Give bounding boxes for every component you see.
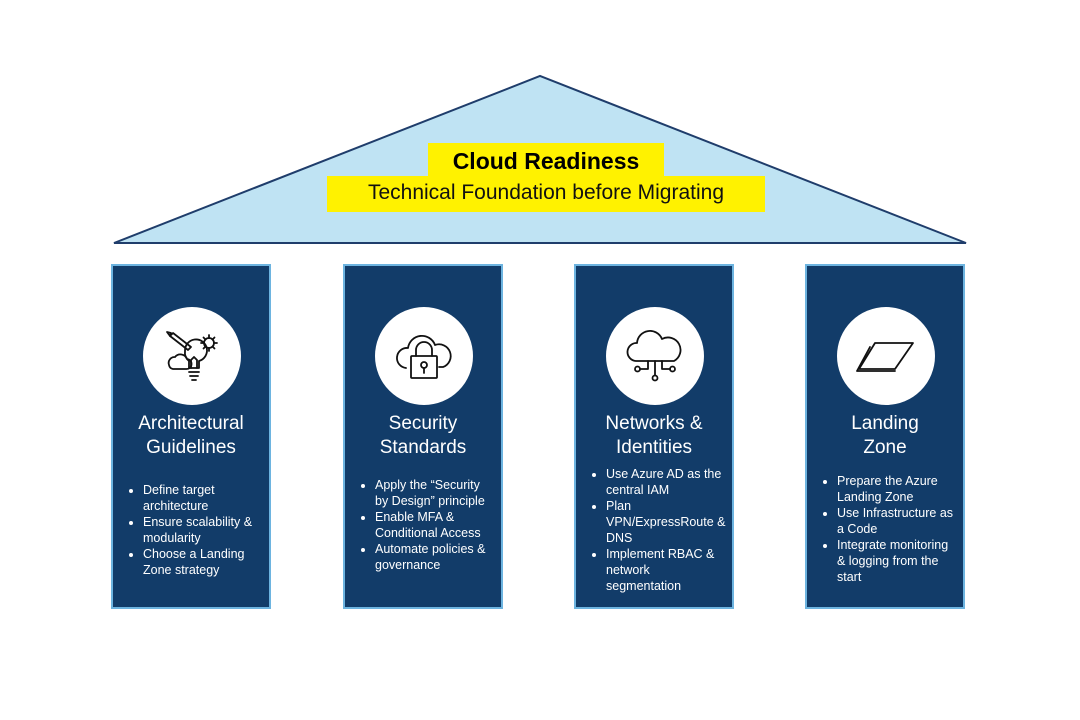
bullet-list: Use Azure AD as the central IAM Plan VPN… — [586, 466, 726, 594]
pillar-landing-zone: Landing Zone Prepare the Azure Landing Z… — [805, 264, 965, 609]
list-item: Integrate monitoring & logging from the … — [837, 537, 957, 585]
list-item: Apply the “Security by Design” principle — [375, 477, 495, 509]
pillar-title: Security Standards — [379, 413, 467, 458]
landing-zone-icon — [856, 342, 914, 372]
list-item: Choose a Landing Zone strategy — [143, 546, 263, 578]
roof-subtitle: Technical Foundation before Migrating — [327, 176, 765, 212]
list-item: Define target architecture — [143, 482, 263, 514]
list-item: Use Infrastructure as a Code — [837, 505, 957, 537]
pillar-icon-circle — [837, 307, 935, 405]
pillar-title: Landing Zone — [851, 413, 919, 458]
pillar-networks-identities: Networks & Identities Use Azure AD as th… — [574, 264, 734, 609]
pillar-icon-circle — [375, 307, 473, 405]
list-item: Plan VPN/ExpressRoute & DNS — [606, 498, 726, 546]
list-item: Implement RBAC & network segmentation — [606, 546, 726, 594]
roof-triangle — [113, 74, 967, 244]
pillar-title: Networks & Identities — [605, 413, 703, 458]
list-item: Ensure scalability & modularity — [143, 514, 263, 546]
list-item: Enable MFA & Conditional Access — [375, 509, 495, 541]
cloud-network-icon — [626, 330, 682, 382]
pillar-title: Architectural Guidelines — [138, 413, 244, 458]
lightbulb-gear-icon — [166, 331, 218, 381]
bullet-list: Define target architecture Ensure scalab… — [123, 482, 263, 578]
list-item: Automate policies & governance — [375, 541, 495, 573]
pillar-icon-circle — [606, 307, 704, 405]
list-item: Prepare the Azure Landing Zone — [837, 473, 957, 505]
cloud-lock-icon — [396, 335, 452, 379]
pillar-security-standards: Security Standards Apply the “Security b… — [343, 264, 503, 609]
bullet-list: Prepare the Azure Landing Zone Use Infra… — [817, 473, 957, 585]
pillar-icon-circle — [143, 307, 241, 405]
roof-title: Cloud Readiness — [428, 143, 664, 179]
list-item: Use Azure AD as the central IAM — [606, 466, 726, 498]
bullet-list: Apply the “Security by Design” principle… — [355, 477, 495, 573]
pillar-architectural-guidelines: Architectural Guidelines Define target a… — [111, 264, 271, 609]
